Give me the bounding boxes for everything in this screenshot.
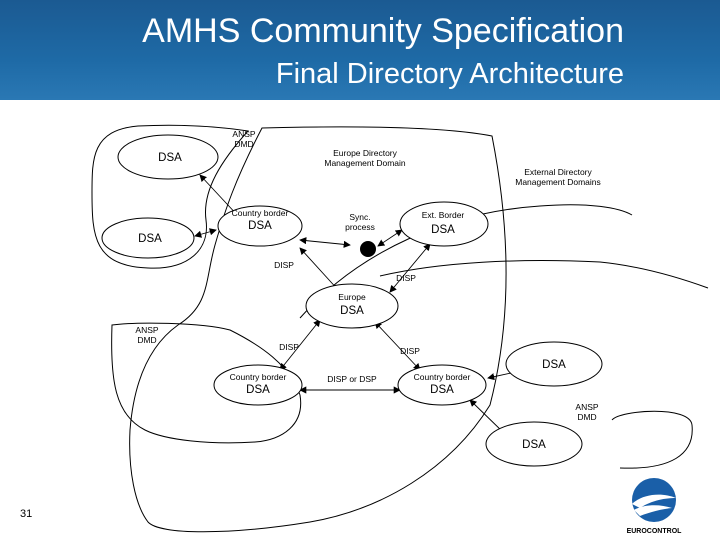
europe-dmd-boundary: [129, 126, 507, 533]
sync-line1: Sync.: [349, 212, 370, 222]
dsa-node-ext-border: [399, 201, 489, 247]
ansp-dmd-left-line2: DMD: [137, 335, 156, 345]
europe-dmd-line1: Europe Directory: [333, 148, 398, 158]
ansp-dmd-right-line1: ANSP: [575, 402, 598, 412]
external-dmd-line2: Management Domains: [515, 177, 601, 187]
slide-subtitle: Final Directory Architecture: [275, 58, 624, 90]
country-border-br-label: Country border: [414, 372, 471, 382]
link-country-europe: [299, 247, 341, 293]
europe-label: Europe: [338, 292, 366, 302]
ansp-dmd-left-boundary: [111, 322, 302, 444]
dsa-ext-border-label: DSA: [431, 224, 455, 236]
country-border-top-label: Country border: [232, 208, 289, 218]
europe-dmd-line2: Management Domain: [324, 158, 406, 168]
dsa-node-country-bl: [213, 364, 303, 406]
dsa-node-europe: [305, 283, 399, 329]
ansp-dmd-right-boundary: [611, 410, 693, 469]
ansp-dmd-left-line1: ANSP: [135, 325, 158, 335]
sync-line2: process: [345, 222, 375, 232]
ext-border-label: Ext. Border: [422, 210, 465, 220]
country-border-bl-label: Country border: [230, 372, 287, 382]
dsa-node-top-left: [117, 134, 219, 180]
sync-process-dot: [360, 241, 376, 257]
dsa-right-label: DSA: [542, 359, 566, 371]
ansp-dmd-top-line1: ANSP: [232, 129, 255, 139]
external-dmd-line1: External Directory: [524, 167, 592, 177]
dsa-top-left-label: DSA: [158, 152, 182, 164]
disp-left-label: DISP: [274, 260, 294, 270]
logo-wordmark: EUROCONTROL: [627, 528, 683, 535]
link-sync-extborder: [377, 229, 403, 247]
dsa-node-bottom: [485, 421, 583, 467]
dsa-mid-left-label: DSA: [138, 233, 162, 245]
link-dsa-midleft-country: [194, 228, 217, 238]
dsa-bottom-label: DSA: [522, 439, 546, 451]
dsa-node-country-br: [397, 364, 487, 406]
sync-process-label: Sync.process: [345, 212, 375, 232]
external-dmd-boundary-2: [379, 260, 709, 289]
dsa-country-top-label: DSA: [248, 220, 272, 232]
dsa-europe-label: DSA: [340, 305, 364, 317]
slide-title: AMHS Community Specification: [142, 12, 624, 50]
dsa-node-mid-left: [101, 217, 195, 259]
dsa-node-right: [505, 341, 603, 387]
ansp-dmd-top-line2: DMD: [234, 139, 253, 149]
dsa-country-br-label: DSA: [430, 384, 454, 396]
disp-lower-right-label: DISP: [400, 346, 420, 356]
disp-lower-left-label: DISP: [279, 342, 299, 352]
disp-right-label: DISP: [396, 273, 416, 283]
page-number: 31: [20, 508, 33, 520]
ansp-dmd-right-line2: DMD: [577, 412, 596, 422]
header-band: AMHS Community Specification Final Direc…: [0, 0, 720, 100]
disp-or-dsp-label: DISP or DSP: [327, 374, 377, 384]
dsa-country-bl-label: DSA: [246, 384, 270, 396]
eurocontrol-logo: EUROCONTROL: [627, 478, 683, 535]
dsa-node-country-top: [217, 205, 303, 247]
link-country-sync: [299, 237, 351, 248]
link-extborder-europe: [389, 243, 431, 293]
link-europe-country-br: [374, 321, 421, 371]
link-europe-country-bl: [279, 319, 321, 371]
external-dmd-boundary-1: [299, 204, 633, 319]
